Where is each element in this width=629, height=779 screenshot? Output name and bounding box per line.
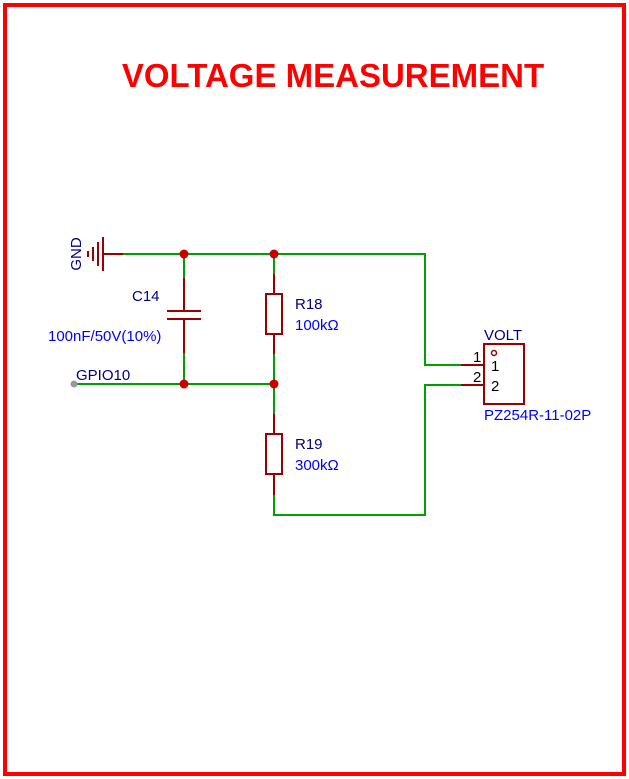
c14-value: 100nF/50V(10%) (48, 328, 161, 345)
pin-1-number: 1 (473, 349, 481, 366)
resistor-r18[interactable]: R18 100kΩ (265, 274, 339, 354)
net-port-icon (70, 380, 78, 388)
resistor-r19[interactable]: R19 300kΩ (265, 414, 339, 495)
net-label-gpio10[interactable]: GPIO10 (70, 367, 131, 388)
ground-icon (87, 237, 123, 271)
r19-designator: R19 (295, 436, 323, 453)
connector-body (483, 343, 525, 405)
junction-dot (179, 249, 189, 259)
connector-volt[interactable]: VOLT 1 2 1 2 PZ254R-11-02P (461, 327, 591, 424)
sheet-border (3, 3, 626, 776)
r18-designator: R18 (295, 296, 323, 313)
volt-designator: VOLT (484, 327, 522, 344)
junction-dot (269, 249, 279, 259)
gnd-label: GND (68, 237, 85, 271)
capacitor-c14[interactable]: C14 100nF/50V(10%) (48, 278, 201, 353)
pin1-marker-icon (490, 349, 498, 357)
junction-dot (179, 379, 189, 389)
wire-gnd-net[interactable] (102, 253, 462, 366)
pin-1-name: 1 (491, 358, 499, 375)
resistor-body (265, 293, 283, 335)
resistor-body (265, 433, 283, 475)
pin-2-name: 2 (491, 378, 499, 395)
sheet-title: VOLTAGE MEASUREMENT (122, 57, 544, 94)
r18-value: 100kΩ (295, 317, 339, 334)
c14-designator: C14 (132, 288, 160, 305)
pin-2-number: 2 (473, 369, 481, 386)
volt-part-number: PZ254R-11-02P (484, 407, 591, 424)
wire-bottom-net[interactable] (273, 384, 462, 516)
r19-value: 300kΩ (295, 457, 339, 474)
junction-dot (269, 379, 279, 389)
gpio-label: GPIO10 (76, 367, 130, 384)
junctions (179, 249, 279, 389)
gnd-symbol[interactable]: GND (68, 237, 123, 271)
